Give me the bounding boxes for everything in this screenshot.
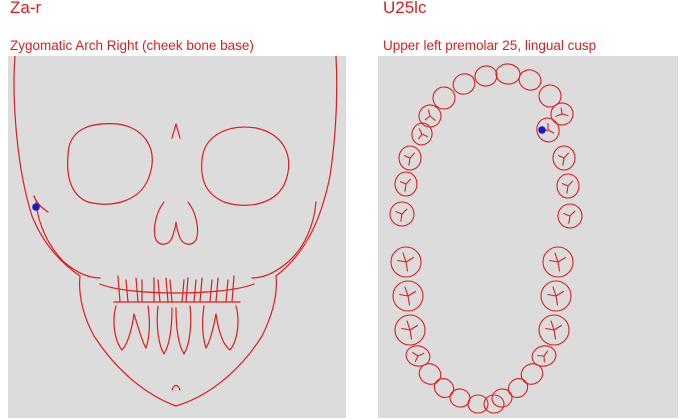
landmark-description: Zygomatic Arch Right (cheek bone base) [10,38,254,53]
dental-arch-view[interactable] [378,56,678,418]
view-background [378,56,678,418]
landmark-marker[interactable] [32,203,40,211]
landmark-marker[interactable] [538,126,546,134]
landmark-description: Upper left premolar 25, lingual cusp [383,38,596,53]
skull-frontal-view[interactable] [8,56,346,418]
view-background [8,56,346,418]
landmark-code: Za-r [10,0,41,17]
landmark-code: U25lc [383,0,426,17]
